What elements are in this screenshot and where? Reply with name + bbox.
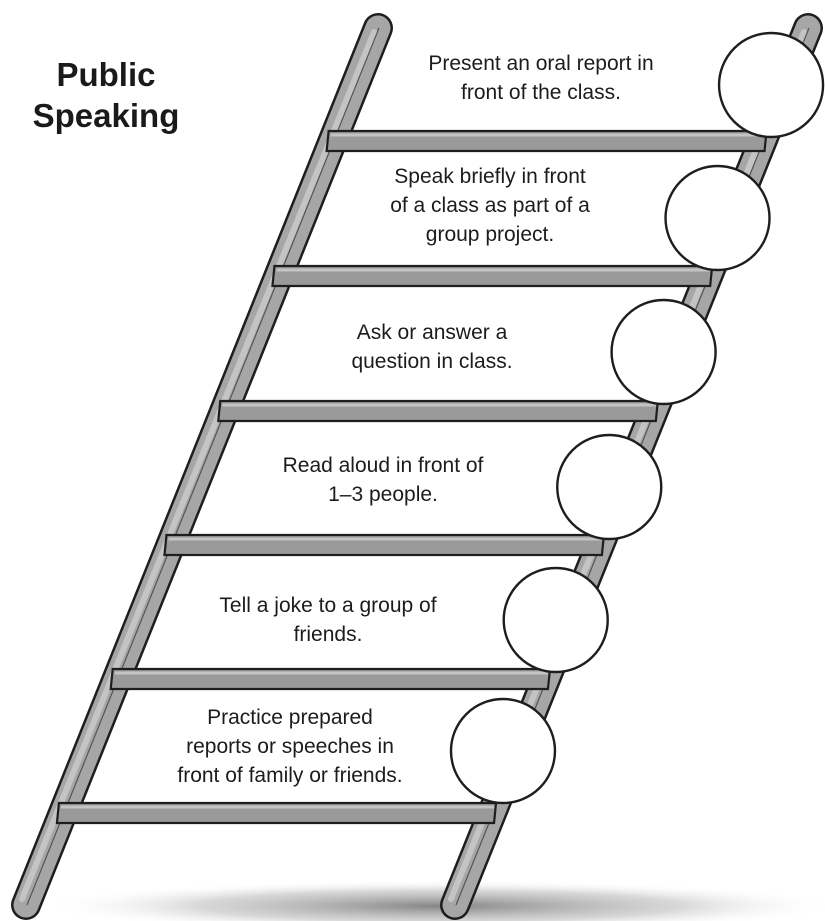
ladder-rungs xyxy=(55,129,768,825)
floor-shadow xyxy=(40,880,825,921)
step-label-line: Tell a joke to a group of xyxy=(219,594,436,617)
step-label-line: friends. xyxy=(294,623,363,646)
title: Public Speaking xyxy=(33,56,180,134)
step-checkbox-circle xyxy=(502,566,609,674)
step-label: Speak briefly in front of a class as part… xyxy=(390,165,590,246)
ladder-rung xyxy=(271,264,714,288)
step-label-line: Read aloud in front of xyxy=(283,454,484,477)
step-label-line: front of family or friends. xyxy=(177,764,402,787)
step-checkbox-circle xyxy=(664,164,771,272)
left-rail xyxy=(11,13,393,920)
step-label: Practice prepared reports or speeches in f… xyxy=(177,706,402,787)
step-checkbox-circle xyxy=(556,433,663,541)
step-label: Present an oral report in front of the cl… xyxy=(428,52,653,104)
ladder-rung xyxy=(325,129,768,153)
step-label-line: reports or speeches in xyxy=(186,735,394,758)
step-labels: Present an oral report in front of the cl… xyxy=(177,52,653,787)
step-label-line: group project. xyxy=(426,223,554,246)
step-label-line: of a class as part of a xyxy=(390,194,590,217)
step-label-line: question in class. xyxy=(351,350,512,373)
checkbox-circles xyxy=(449,31,825,805)
step-label-line: 1–3 people. xyxy=(328,483,438,506)
ladder-rung xyxy=(163,533,606,557)
step-label-line: front of the class. xyxy=(461,81,621,104)
step-label-line: Ask or answer a xyxy=(357,321,508,344)
step-checkbox-circle xyxy=(610,298,717,406)
title-line-2: Speaking xyxy=(33,97,180,134)
ladder-rung xyxy=(55,801,498,825)
step-label-line: Present an oral report in xyxy=(428,52,653,75)
ladder-rung xyxy=(109,667,552,691)
step-label-line: Practice prepared xyxy=(207,706,373,729)
step-checkbox-circle xyxy=(717,31,825,139)
step-label: Ask or answer a question in class. xyxy=(351,321,512,373)
title-line-1: Public xyxy=(56,56,155,93)
step-label-line: Speak briefly in front xyxy=(394,165,586,188)
step-label: Read aloud in front of 1–3 people. xyxy=(283,454,484,506)
ladder-rung xyxy=(217,399,660,423)
step-checkbox-circle xyxy=(449,697,557,805)
step-label: Tell a joke to a group of friends. xyxy=(219,594,436,646)
